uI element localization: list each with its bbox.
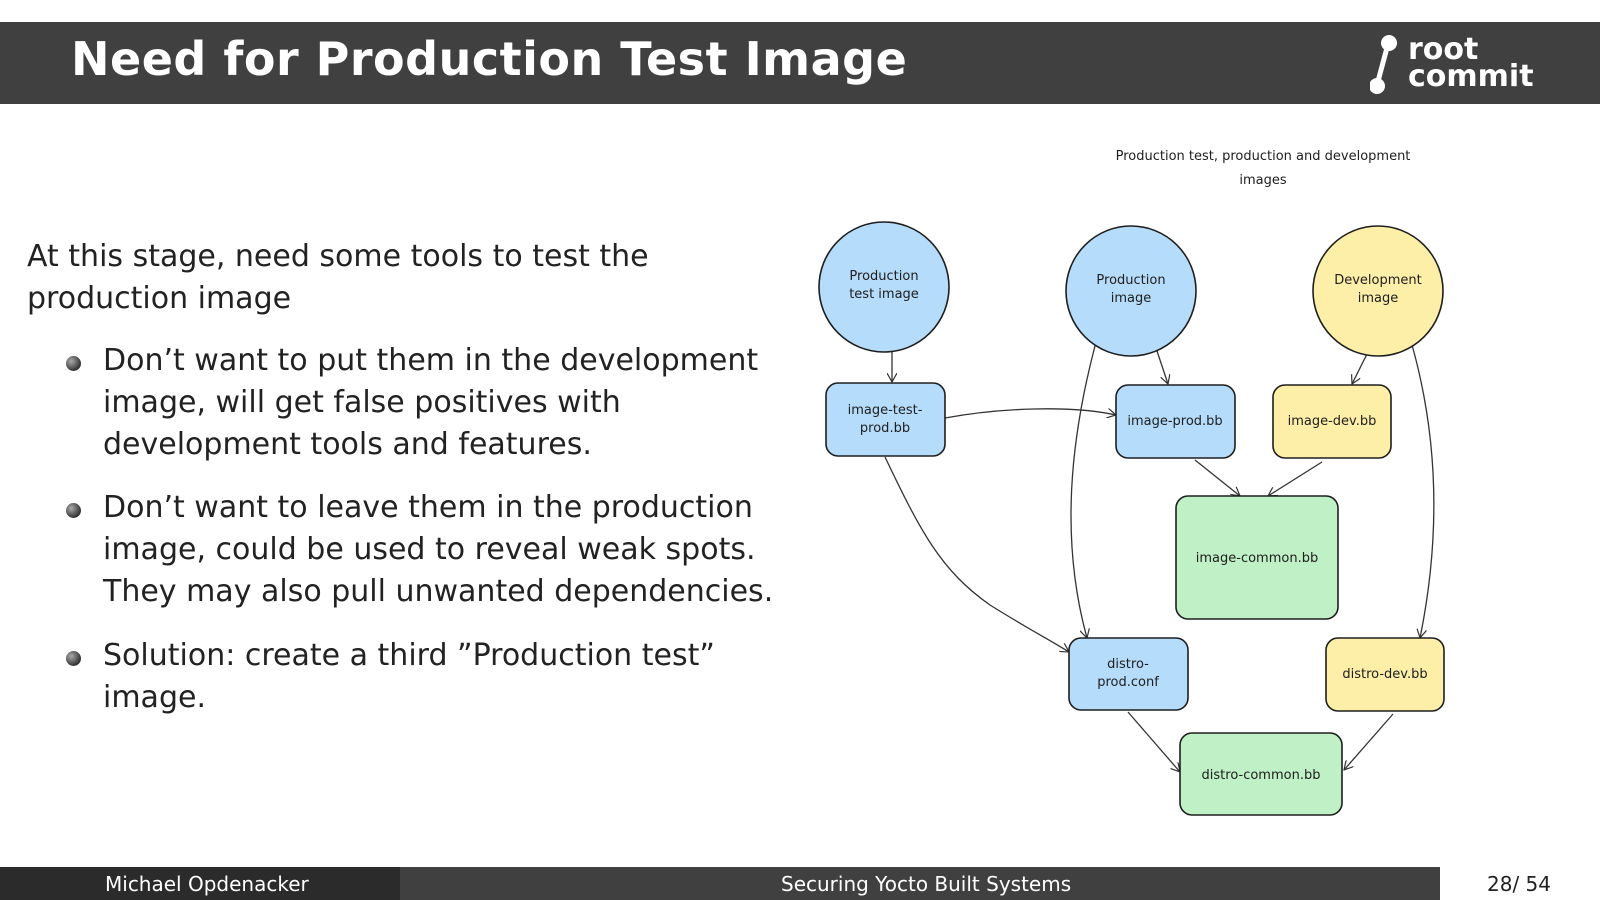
node-production-image: Production image <box>1065 225 1197 357</box>
bullet-line: image, will get false positives with <box>103 385 621 420</box>
node-image-dev-bb: image-dev.bb <box>1272 384 1392 459</box>
commit-graph-icon <box>1369 35 1397 94</box>
node-label: image-test- <box>848 403 923 418</box>
node-label: image-prod.bb <box>1127 414 1222 429</box>
node-label: image <box>1358 291 1399 306</box>
bullet-line: Don’t want to leave them in the producti… <box>103 490 753 525</box>
node-label: prod.conf <box>1097 675 1159 690</box>
node-label: distro-dev.bb <box>1342 667 1427 682</box>
edge-arrow <box>1352 351 1369 384</box>
edge-arrow <box>1070 341 1097 638</box>
bullet-icon <box>66 356 81 371</box>
node-distro-common-bb: distro-common.bb <box>1179 732 1343 816</box>
edge-arrow <box>1127 711 1180 772</box>
node-label: Production <box>1096 273 1165 288</box>
edge-arrow <box>944 408 1116 419</box>
node-label: image-dev.bb <box>1288 414 1377 429</box>
root-commit-logo: root commit <box>1369 30 1590 100</box>
edge-arrow <box>1268 461 1323 496</box>
intro-line: At this stage, need some tools to test t… <box>27 239 649 274</box>
bullet-line: image. <box>103 680 206 715</box>
bullet-item: Don’t want to leave them in the producti… <box>103 487 773 613</box>
bullet-item: Solution: create a third ”Production tes… <box>103 635 715 719</box>
page-number: 28/ 54 <box>1487 872 1551 896</box>
logo-text-commit: commit <box>1408 59 1534 94</box>
node-label: Production <box>849 269 918 284</box>
edge-arrow <box>1155 347 1168 384</box>
bullet-line: They may also pull unwanted dependencies… <box>103 574 774 609</box>
node-label: prod.bb <box>860 421 910 436</box>
edge-arrow <box>1344 713 1394 770</box>
bullet-line: image, could be used to reveal weak spot… <box>103 532 756 567</box>
node-label: distro-common.bb <box>1202 768 1321 783</box>
node-label: image <box>1111 291 1152 306</box>
bullet-icon <box>66 503 81 518</box>
slide-footer: Michael Opdenacker Securing Yocto Built … <box>0 867 1600 900</box>
node-distro-prod-conf: distro- prod.conf <box>1068 637 1189 711</box>
node-label: test image <box>849 287 919 302</box>
diagram-title: Production test, production and developm… <box>1116 149 1411 164</box>
intro-line: production image <box>27 281 292 316</box>
bullet-line: development tools and features. <box>103 427 592 462</box>
node-label: image-common.bb <box>1196 551 1318 566</box>
node-distro-dev-bb: distro-dev.bb <box>1325 637 1445 712</box>
node-development-image: Development image <box>1312 225 1444 357</box>
edge-arrow <box>884 456 1069 652</box>
node-production-test-image: Production test image <box>818 221 950 353</box>
node-label: distro- <box>1107 657 1149 672</box>
logo-text-root: root <box>1408 32 1479 67</box>
intro-paragraph: At this stage, need some tools to test t… <box>27 236 649 320</box>
bullet-icon <box>66 651 81 666</box>
bullet-line: Don’t want to put them in the developmen… <box>103 343 759 378</box>
node-label: Development <box>1334 273 1422 288</box>
bullet-item: Don’t want to put them in the developmen… <box>103 340 758 466</box>
edge-arrow <box>1194 459 1240 496</box>
footer-talk-title: Securing Yocto Built Systems <box>781 872 1072 896</box>
node-image-common-bb: image-common.bb <box>1175 495 1339 620</box>
bullet-line: Solution: create a third ”Production tes… <box>103 638 715 673</box>
node-image-prod-bb: image-prod.bb <box>1115 384 1236 459</box>
footer-author: Michael Opdenacker <box>105 872 309 896</box>
slide-title: Need for Production Test Image <box>71 32 908 86</box>
diagram-title: images <box>1239 173 1286 188</box>
slide-header: Need for Production Test Image root comm… <box>0 22 1600 104</box>
node-image-test-prod-bb: image-test- prod.bb <box>825 382 946 457</box>
edge-arrow <box>1409 337 1435 638</box>
